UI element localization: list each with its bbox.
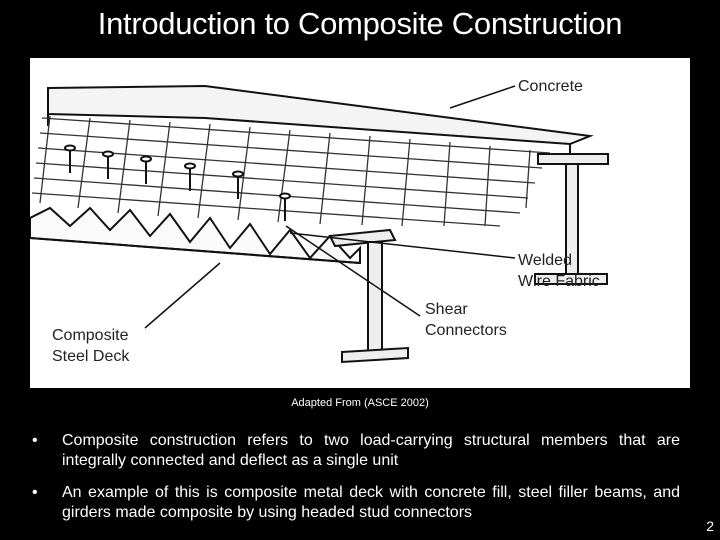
bullet-text: Composite construction refers to two loa… [62,432,680,469]
label-concrete: Concrete [518,78,583,95]
bullet-text: An example of this is composite metal de… [62,484,680,521]
bullet-item: • Composite construction refers to two l… [32,431,680,471]
shear-connectors [64,144,291,221]
label-welded-line2: Wire Fabric [518,273,600,290]
bullet-item: • An example of this is composite metal … [32,483,680,523]
composite-deck-drawing: Concrete Welded Wire Fabric Shear Connec… [30,78,609,365]
page-number: 2 [706,518,714,534]
steel-deck [30,206,361,265]
composite-construction-figure: Concrete Welded Wire Fabric Shear Connec… [30,58,690,388]
bullet-marker: • [32,432,38,449]
welded-wire-mesh [31,115,551,227]
label-leaders [144,85,516,329]
label-shear-line1: Shear [425,301,468,318]
label-welded-line1: Welded [518,252,572,269]
label-deck-line1: Composite [52,327,129,344]
concrete-slab [47,84,594,158]
label-shear-line2: Connectors [425,322,507,339]
bullet-list: • Composite construction refers to two l… [32,431,680,535]
label-deck-line2: Steel Deck [52,348,130,365]
slide-title: Introduction to Composite Construction [97,6,623,41]
bullet-marker: • [32,484,38,501]
steel-girder [534,153,609,285]
figure-caption: Adapted From (ASCE 2002) [291,397,429,409]
